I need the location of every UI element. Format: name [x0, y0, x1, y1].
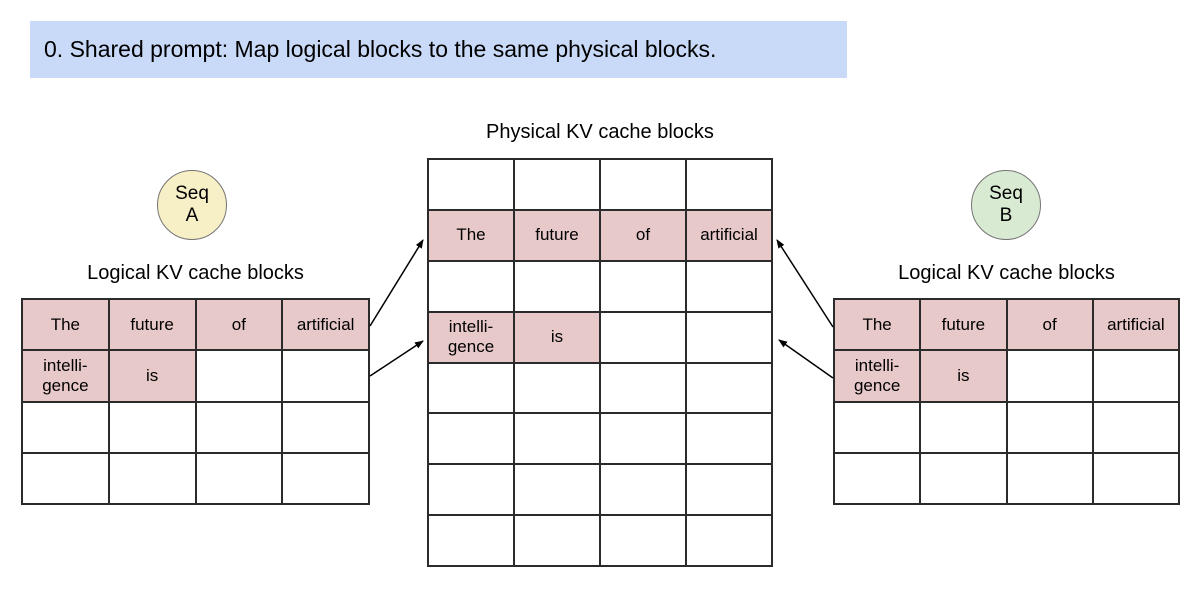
- kv-cell: [514, 362, 600, 414]
- physical-table-title: Physical KV cache blocks: [486, 121, 714, 143]
- kv-cell: [282, 350, 369, 402]
- kv-cell: [428, 159, 514, 210]
- kv-cell: [108, 401, 196, 453]
- kv-cell: [428, 260, 514, 312]
- kv-cell: [834, 401, 921, 453]
- kv-cell: [1006, 452, 1093, 504]
- kv-cell: [22, 401, 109, 453]
- kv-cell: [282, 452, 369, 504]
- kv-cell: [600, 413, 686, 465]
- kv-cell: The: [428, 209, 514, 261]
- kv-cell: intelli- gence: [834, 350, 921, 402]
- kv-cell: [514, 464, 600, 516]
- kv-cell: [686, 413, 772, 465]
- kv-cell: artificial: [282, 299, 369, 351]
- kv-cell: is: [514, 311, 600, 363]
- kv-cell: [428, 413, 514, 465]
- seq-a-badge: Seq A: [157, 170, 227, 240]
- banner-text: 0. Shared prompt: Map logical blocks to …: [44, 36, 717, 62]
- kv-cell: The: [22, 299, 109, 351]
- kv-cell: [282, 401, 369, 453]
- kv-cell: [686, 159, 772, 210]
- kv-cell: The: [834, 299, 921, 351]
- kv-cell: [514, 413, 600, 465]
- kv-cell: is: [920, 350, 1007, 402]
- kv-cell: of: [195, 299, 283, 351]
- kv-cell: [686, 260, 772, 312]
- seq-b-label-line2: B: [999, 205, 1013, 226]
- seq-a-label-line2: A: [185, 205, 199, 226]
- arrow-seqB-block1-to-physical: [778, 339, 834, 379]
- kv-cell: [514, 159, 600, 210]
- kv-cell: [514, 260, 600, 312]
- kv-cell: [514, 515, 600, 566]
- kv-cell: future: [920, 299, 1007, 351]
- kv-cell: [686, 515, 772, 566]
- kv-cell: intelli- gence: [428, 311, 514, 363]
- kv-cell: [1006, 401, 1093, 453]
- kv-cell: [686, 311, 772, 363]
- kv-cell: [22, 452, 109, 504]
- kv-cell: future: [108, 299, 196, 351]
- kv-cell: [428, 464, 514, 516]
- arrow-seqA-block1-to-physical: [369, 340, 424, 377]
- kv-cell: [686, 362, 772, 414]
- seq-a-label-line1: Seq: [175, 183, 209, 205]
- seq-b-badge: Seq B: [971, 170, 1041, 240]
- logical-table-b-title: Logical KV cache blocks: [898, 262, 1115, 284]
- kv-cell: artificial: [1092, 299, 1179, 351]
- kv-cell: [428, 362, 514, 414]
- kv-cell: future: [514, 209, 600, 261]
- arrow-seqB-block0-to-physical: [776, 239, 834, 328]
- kv-cell: [600, 159, 686, 210]
- seq-b-label-line1: Seq: [989, 183, 1023, 205]
- kv-cell: [195, 452, 283, 504]
- kv-cell: [195, 401, 283, 453]
- kv-cell: artificial: [686, 209, 772, 261]
- kv-cell: of: [600, 209, 686, 261]
- kv-cell: [686, 464, 772, 516]
- kv-cell: [600, 311, 686, 363]
- kv-cell: intelli- gence: [22, 350, 109, 402]
- kv-cell: [1092, 350, 1179, 402]
- arrow-seqA-block0-to-physical: [369, 239, 424, 327]
- kv-cell: [195, 350, 283, 402]
- kv-cell: [600, 515, 686, 566]
- kv-cell: [108, 452, 196, 504]
- kv-cell: [1092, 401, 1179, 453]
- kv-cell: [920, 401, 1007, 453]
- banner: 0. Shared prompt: Map logical blocks to …: [30, 21, 847, 78]
- kv-cell: [920, 452, 1007, 504]
- kv-cell: [428, 515, 514, 566]
- kv-cell: [600, 464, 686, 516]
- kv-cell: is: [108, 350, 196, 402]
- kv-cell: [600, 260, 686, 312]
- logical-table-a-title: Logical KV cache blocks: [87, 262, 304, 284]
- kv-cell: [600, 362, 686, 414]
- kv-cell: of: [1006, 299, 1093, 351]
- kv-cell: [1092, 452, 1179, 504]
- kv-cell: [834, 452, 921, 504]
- kv-cell: [1006, 350, 1093, 402]
